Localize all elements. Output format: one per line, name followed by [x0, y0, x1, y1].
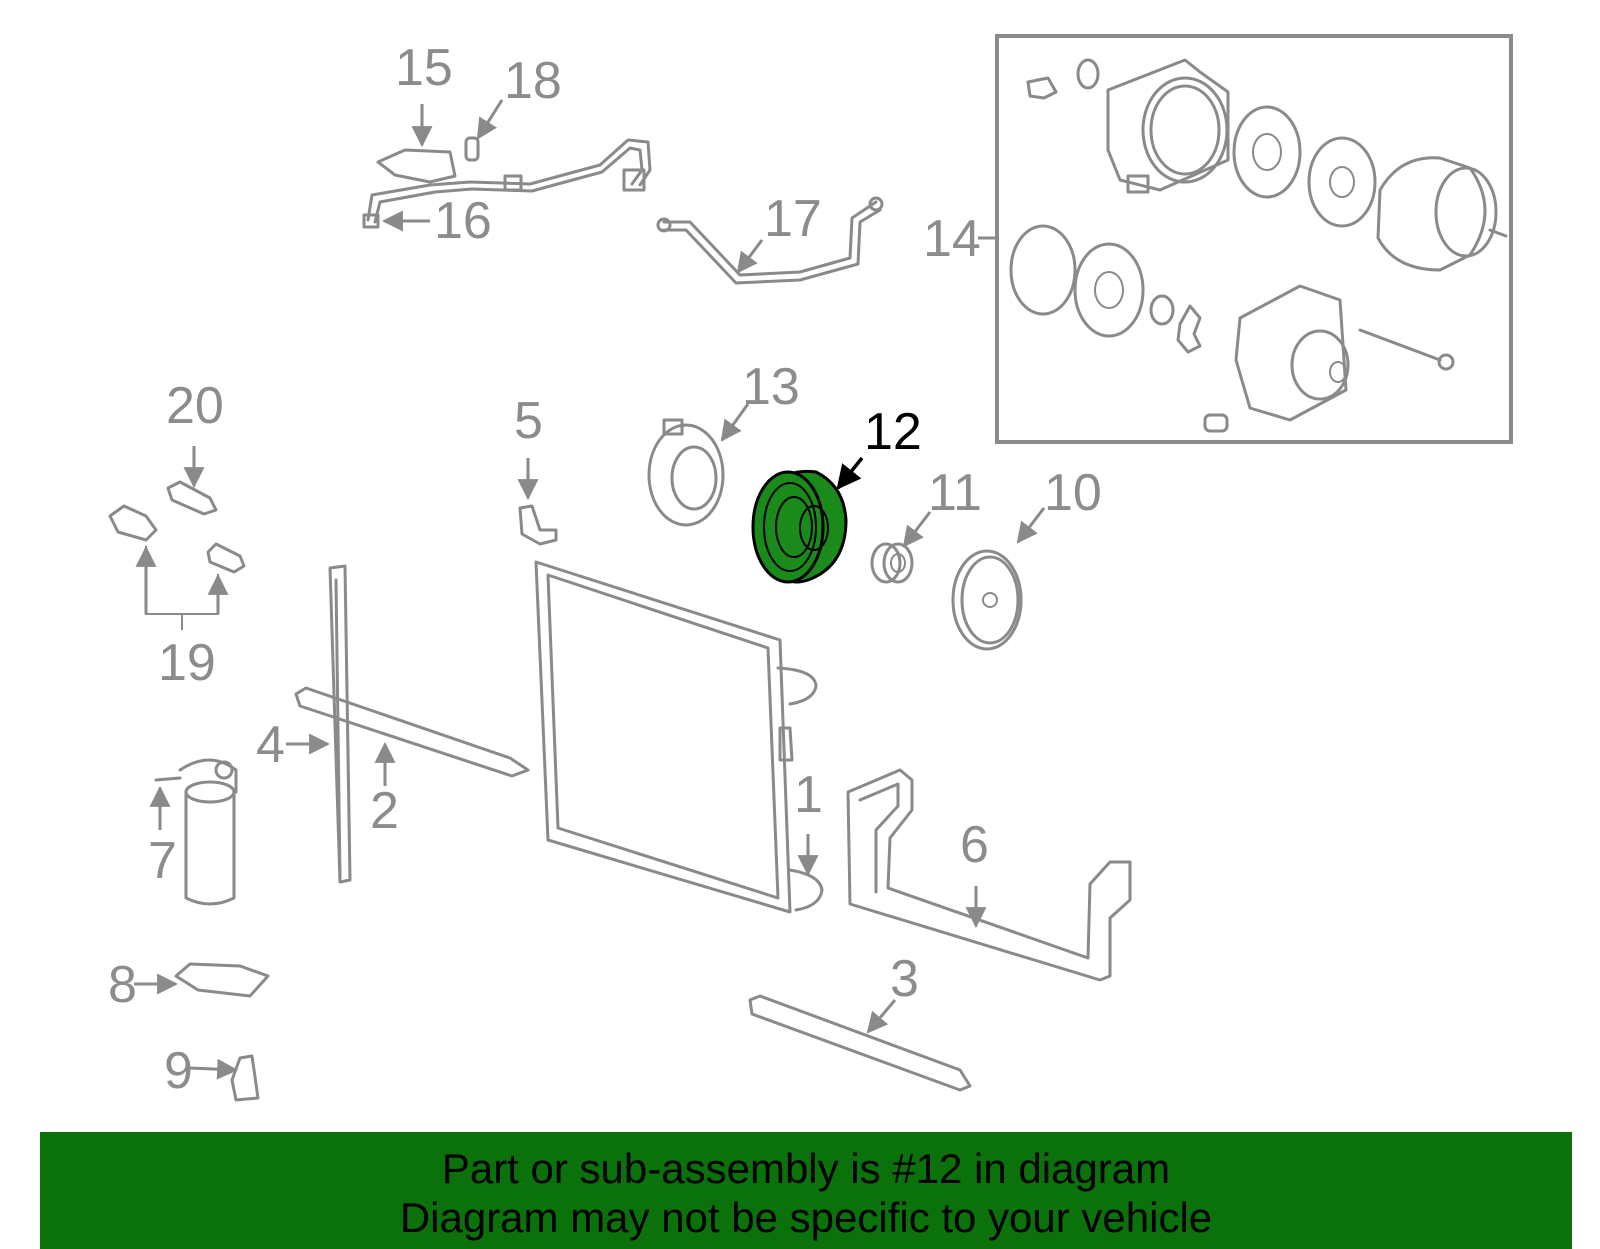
banner-line-1: Part or sub-assembly is #12 in diagram: [441, 1145, 1171, 1192]
callout-3: 3: [890, 950, 919, 1008]
receiver-drier-7: [154, 758, 238, 906]
lower-support-6: [846, 768, 1132, 982]
clip-9: [230, 1054, 260, 1102]
callout-19: 19: [158, 634, 216, 692]
bearing-11: [870, 542, 914, 584]
seal-4: [328, 564, 352, 884]
drier-mount-8: [174, 962, 270, 998]
callout-1: 1: [794, 766, 823, 824]
callout-10: 10: [1044, 464, 1102, 522]
callout-5: 5: [514, 392, 543, 450]
seal-3: [748, 994, 972, 1092]
banner-line-2: Diagram may not be specific to your vehi…: [399, 1194, 1213, 1241]
compressor-assembly-box: [978, 34, 1513, 444]
callout-17: 17: [764, 190, 822, 248]
callout-11: 11: [928, 464, 982, 522]
ac-line-17: [656, 196, 884, 285]
callout-20: 20: [166, 377, 224, 435]
condenser-1: [534, 560, 824, 914]
callout-14: 14: [923, 210, 981, 268]
callout-4: 4: [256, 716, 285, 774]
callout-2: 2: [370, 782, 399, 840]
callout-13: 13: [742, 358, 800, 416]
pressure-switches: [108, 480, 246, 630]
seal-2: [294, 686, 530, 778]
callout-15: 15: [395, 39, 453, 97]
suction-hose-assembly: [362, 136, 652, 229]
callout-7: 7: [148, 832, 177, 890]
clutch-hub-10: [951, 549, 1023, 651]
pulley-12-highlighted: [751, 469, 848, 584]
callout-16: 16: [434, 192, 492, 250]
callout-9: 9: [164, 1042, 193, 1100]
callout-8: 8: [108, 956, 137, 1014]
field-coil-13: [647, 418, 725, 527]
callout-6: 6: [960, 816, 989, 874]
info-banner: Part or sub-assembly is #12 in diagram D…: [40, 1132, 1572, 1249]
bracket-5: [518, 504, 558, 546]
callout-12: 12: [864, 403, 922, 461]
callout-18: 18: [504, 52, 562, 110]
